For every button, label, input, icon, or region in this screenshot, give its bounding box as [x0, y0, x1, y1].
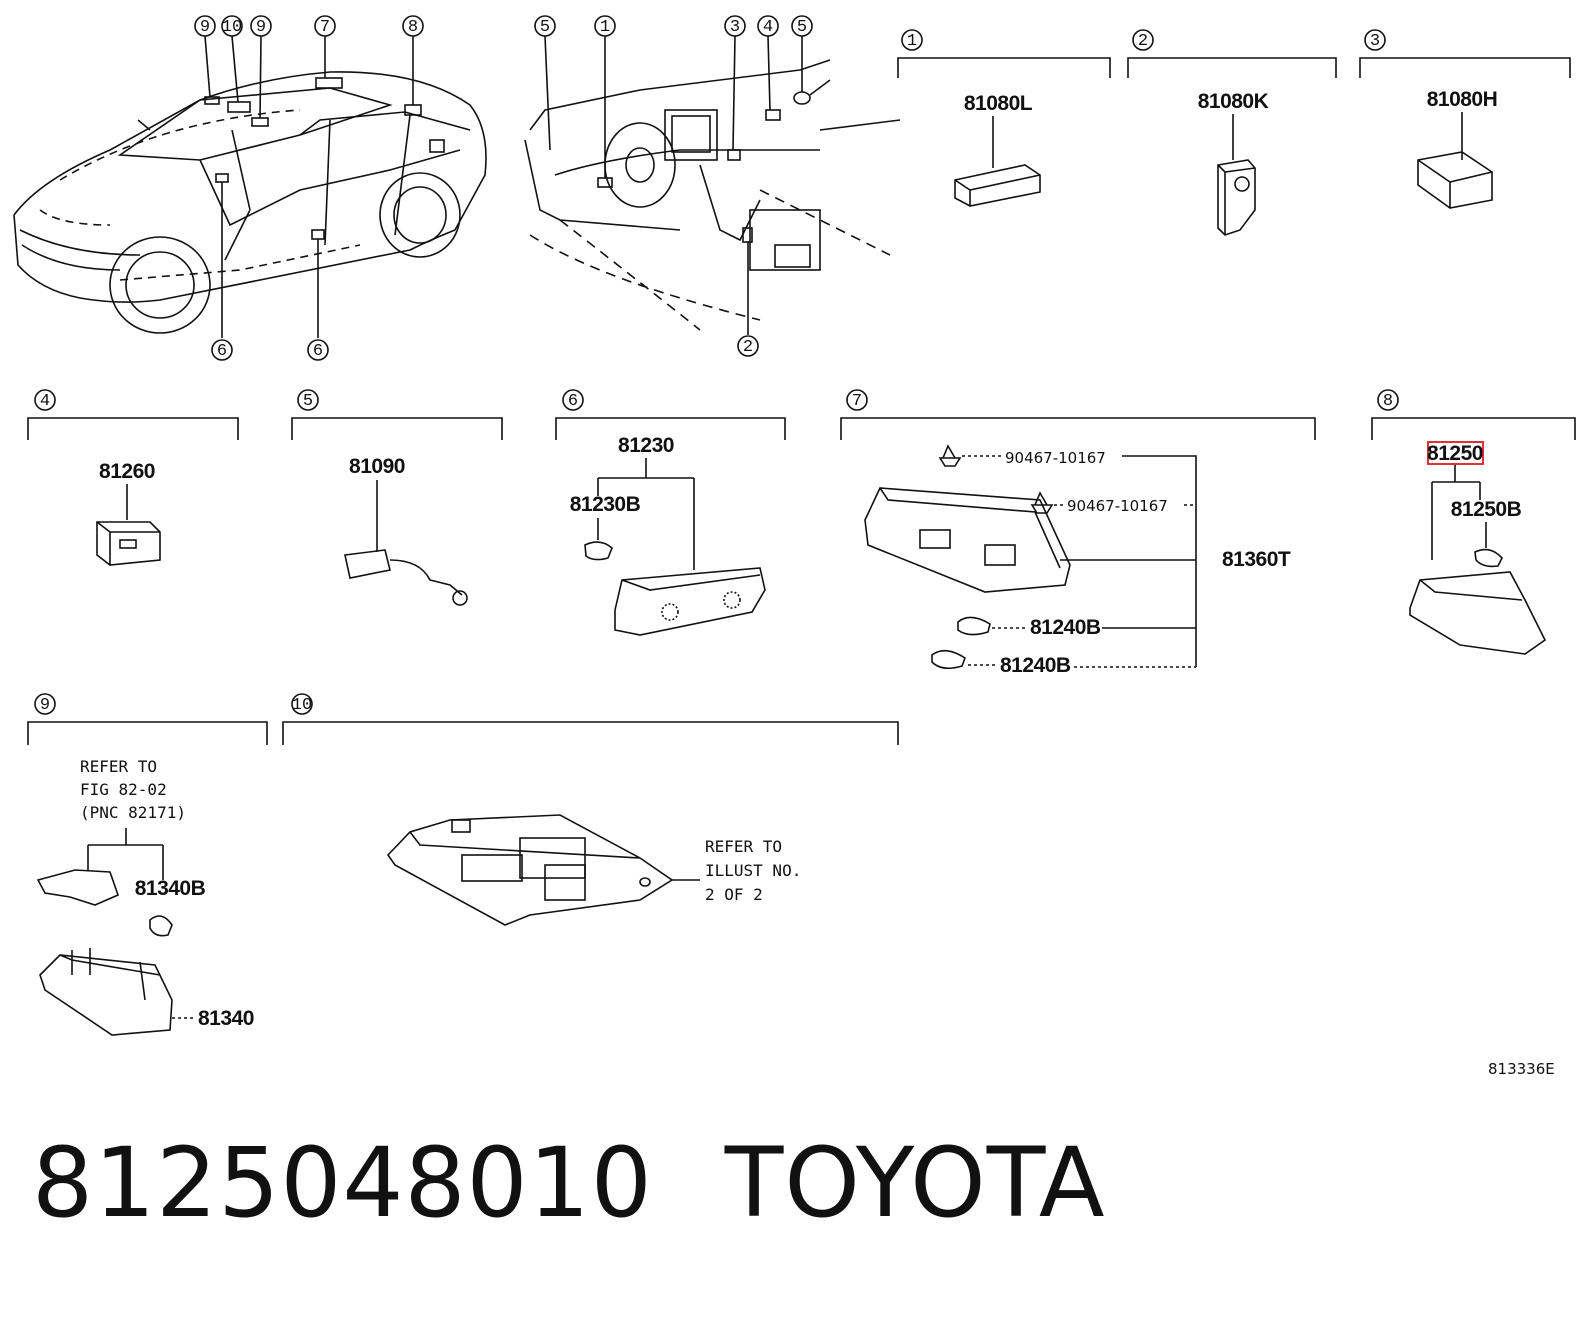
section-7: 7 90467-10167 90467-10167 81360T 81240B … [840, 389, 1316, 677]
callout-circle: 6 [211, 339, 233, 361]
svg-text:(PNC 82171): (PNC 82171) [80, 803, 186, 822]
brand-name: TOYOTA [724, 1127, 1106, 1239]
svg-text:9: 9 [200, 18, 210, 37]
clip-icon [1030, 491, 1054, 514]
section-10: 10 REFER TO ILLUST NO. 2 OF 2 [282, 693, 899, 926]
switch-82171 [36, 869, 119, 906]
callout-circle: 2 [737, 335, 759, 357]
car-illustration [13, 35, 487, 338]
svg-text:5: 5 [797, 18, 807, 37]
svg-text:6: 6 [568, 392, 578, 411]
bulb-81240b [957, 616, 991, 636]
overhead-console [386, 814, 674, 926]
part-number: 8125048010 [32, 1127, 653, 1239]
svg-text:81090: 81090 [349, 455, 405, 478]
svg-text:2 OF 2: 2 OF 2 [705, 885, 763, 904]
svg-text:90467-10167: 90467-10167 [1067, 497, 1168, 515]
section-8: 8 81250 81250B [1371, 389, 1576, 655]
callout-circle: 10 [221, 15, 243, 37]
svg-text:81080L: 81080L [964, 92, 1033, 115]
footer-title: 8125048010 TOYOTA [32, 1128, 1106, 1238]
svg-text:81240B: 81240B [1000, 654, 1071, 677]
svg-text:5: 5 [540, 18, 550, 37]
svg-text:9: 9 [256, 18, 266, 37]
callout-circle: 1 [594, 15, 616, 37]
callout-circle: 7 [314, 15, 336, 37]
svg-text:81250B: 81250B [1451, 498, 1522, 521]
callout-circle: 8 [402, 15, 424, 37]
switch-81080l [954, 164, 1041, 207]
svg-text:6: 6 [313, 342, 323, 361]
svg-text:81080K: 81080K [1198, 90, 1269, 113]
svg-text:6: 6 [217, 342, 227, 361]
svg-text:REFER TO: REFER TO [80, 757, 157, 776]
lamp-81230 [614, 567, 766, 636]
svg-text:1: 1 [600, 18, 610, 37]
housing-81360t [864, 487, 1071, 593]
section-6: 6 81230 81230B [555, 389, 786, 636]
callout-circle: 9 [194, 15, 216, 37]
svg-text:1: 1 [907, 32, 917, 51]
callout-circle: 9 [250, 15, 272, 37]
lamp-81260 [96, 521, 161, 566]
svg-text:7: 7 [852, 392, 862, 411]
svg-text:90467-10167: 90467-10167 [1005, 449, 1106, 467]
dashboard-illustration [524, 35, 901, 335]
svg-text:9: 9 [40, 696, 50, 715]
callout-circle: 4 [757, 15, 779, 37]
svg-text:4: 4 [763, 18, 773, 37]
svg-text:5: 5 [303, 392, 313, 411]
highlight-box [1427, 441, 1484, 465]
switch-81080h [1417, 151, 1493, 209]
svg-text:ILLUST NO.: ILLUST NO. [705, 861, 801, 880]
bulb-81340b [149, 915, 173, 937]
svg-text:8: 8 [1383, 392, 1393, 411]
svg-text:81230B: 81230B [570, 493, 641, 516]
sensor-81080k [1217, 159, 1256, 236]
svg-text:81260: 81260 [99, 460, 155, 483]
svg-text:81250: 81250 [1427, 442, 1483, 465]
section-3: 3 81080H [1359, 29, 1571, 209]
svg-text:2: 2 [1138, 32, 1148, 51]
svg-text:FIG 82-02: FIG 82-02 [80, 780, 167, 799]
callout-circle: 3 [724, 15, 746, 37]
clip-icon [938, 444, 962, 467]
wire-81090 [344, 549, 463, 596]
callout-circle: 5 [534, 15, 556, 37]
svg-text:81340B: 81340B [135, 877, 206, 900]
bulb-81250b [1474, 548, 1503, 568]
bulb-81230b [584, 541, 613, 561]
svg-text:2: 2 [743, 338, 753, 357]
svg-text:8: 8 [408, 18, 418, 37]
svg-text:81360T: 81360T [1222, 548, 1291, 571]
svg-text:7: 7 [320, 18, 330, 37]
bulb-81240b [931, 649, 966, 670]
svg-text:4: 4 [40, 392, 50, 411]
diagram-code: 813336E [1488, 1060, 1555, 1078]
callout-circle: 5 [791, 15, 813, 37]
svg-text:81340: 81340 [198, 1007, 254, 1030]
section-1: 1 81080L [897, 29, 1111, 207]
section-9: 9 REFER TO FIG 82-02 (PNC 82171) 81340B … [27, 693, 268, 1036]
callout-circle: 6 [307, 339, 329, 361]
section-5: 5 81090 [291, 389, 503, 606]
svg-text:81240B: 81240B [1030, 616, 1101, 639]
svg-text:10: 10 [292, 696, 312, 715]
callouts-top: 9 10 9 7 8 5 1 3 4 5 6 6 2 [194, 15, 813, 361]
svg-text:10: 10 [222, 18, 242, 37]
svg-text:81230: 81230 [618, 434, 674, 457]
lamp-81250 [1409, 571, 1547, 655]
svg-text:REFER TO: REFER TO [705, 837, 782, 856]
section-2: 2 81080K [1127, 29, 1337, 236]
svg-text:3: 3 [730, 18, 740, 37]
svg-text:3: 3 [1370, 32, 1380, 51]
section-4: 4 81260 [27, 389, 239, 566]
lamp-81340 [39, 954, 173, 1036]
svg-text:81080H: 81080H [1427, 88, 1498, 111]
